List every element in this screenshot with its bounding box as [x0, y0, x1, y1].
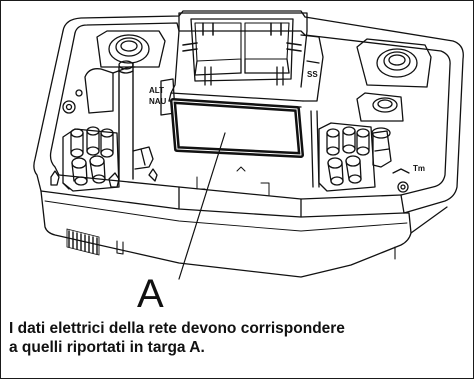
left-terminal-block: [50, 126, 158, 192]
left-mounting-boss: [96, 30, 166, 68]
caption-line-2: a quelli riportati in targa A.: [9, 339, 205, 356]
floor-details: [196, 166, 270, 196]
caption-line-1: I dati elettrici della rete devono corri…: [9, 320, 345, 337]
right-mounting-boss: [356, 38, 432, 88]
caption: I dati elettrici della rete devono corri…: [9, 319, 465, 357]
callout-a: A: [137, 132, 226, 316]
label-tm: Tm: [413, 164, 425, 173]
rating-plate: [170, 98, 304, 158]
label-alt: ALT: [149, 86, 164, 95]
callout-leader-line: [178, 132, 226, 280]
left-post: [62, 60, 154, 182]
label-ss: SS: [307, 70, 318, 79]
callout-letter: A: [137, 272, 164, 316]
front-vents: [66, 228, 396, 260]
right-terminal-block: [310, 92, 410, 193]
label-nav: NAU: [149, 97, 167, 106]
